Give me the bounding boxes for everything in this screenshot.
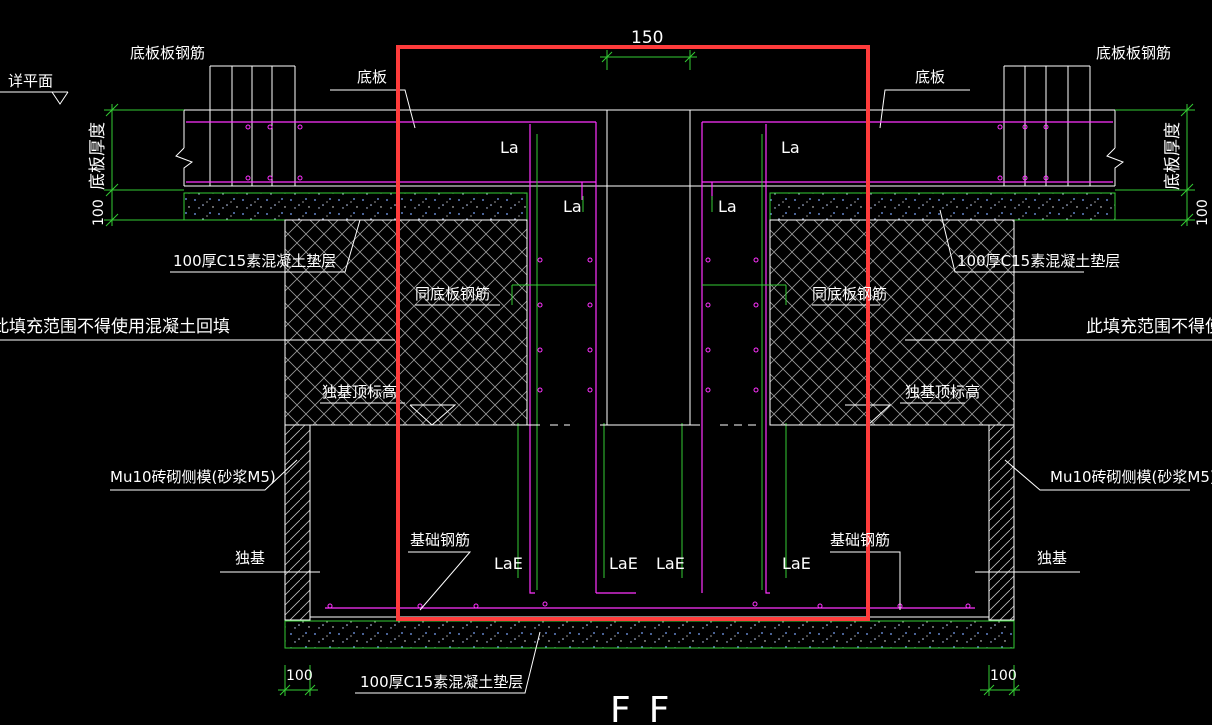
rebar-dots — [245, 124, 1049, 609]
brick-left-label: Mu10砖砌侧模(砂浆M5) — [110, 468, 276, 486]
dimension-150-text: 150 — [631, 28, 663, 48]
backfill-zone-right — [769, 219, 1015, 426]
bottom-dimensions — [278, 665, 1020, 696]
found-rebar-right-label: 基础钢筋 — [830, 531, 890, 549]
footing-right-label: 独基 — [1037, 549, 1067, 567]
backfill-left-label: 此填充范围不得使用混凝土回填 — [0, 316, 230, 337]
cushion-right-label: 100厚C15素混凝土垫层 — [957, 252, 1120, 270]
slab-left-label: 底板 — [357, 68, 387, 86]
slab-lines — [0, 65, 1125, 425]
la-label-3: La — [718, 197, 737, 216]
cushion-left-label: 100厚C15素混凝土垫层 — [173, 252, 336, 270]
slab-thickness-right-label: 底板厚度 — [1163, 122, 1183, 190]
footing-left-label: 独基 — [235, 549, 265, 567]
la-label-1: La — [500, 138, 519, 157]
dim-100-bottom-right-label: 100 — [990, 668, 1017, 684]
la-label-4: La — [781, 138, 800, 157]
slab-thickness-left-label: 底板厚度 — [88, 122, 108, 190]
section-title: F_F — [610, 690, 669, 725]
detail-plane-label: 详平面 — [8, 72, 53, 90]
footing-top-right-label: 独基顶标高 — [905, 383, 980, 401]
footing-elevation — [285, 404, 1014, 426]
cushion-layer-right — [769, 192, 1116, 221]
left-thickness-dimension — [104, 103, 184, 227]
right-thickness-dimension — [1115, 103, 1195, 227]
lae-label-2: LaE — [609, 554, 638, 573]
la-label-2: La — [563, 197, 582, 216]
brick-right-label: Mu10砖砌侧模(砂浆M5) — [1050, 468, 1212, 486]
brick-form-left — [284, 424, 311, 621]
slab-right-label: 底板 — [915, 68, 945, 86]
dim-100-left-label: 100 — [91, 199, 107, 226]
anchor-lines — [511, 134, 787, 590]
slab-rebar-left-label: 底板板钢筋 — [130, 44, 205, 62]
footing-top-left-label: 独基顶标高 — [322, 383, 397, 401]
dim-100-bottom-left-label: 100 — [286, 668, 313, 684]
highlight-box — [396, 45, 870, 621]
cushion-layer-bottom — [284, 620, 1015, 649]
same-rebar-left-label: 同底板钢筋 — [415, 285, 490, 303]
brick-form-right — [988, 424, 1015, 621]
dimension-150 — [600, 50, 697, 70]
lae-label-3: LaE — [656, 554, 685, 573]
backfill-right-label: 此填充范围不得使 — [1086, 316, 1212, 337]
same-rebar-right-label: 同底板钢筋 — [812, 285, 887, 303]
leader-lines — [0, 209, 1212, 694]
backfill-zone-left — [284, 219, 528, 426]
lae-label-4: LaE — [782, 554, 811, 573]
cushion-bottom-label: 100厚C15素混凝土垫层 — [360, 673, 523, 691]
found-rebar-left-label: 基础钢筋 — [410, 531, 470, 549]
cushion-layer-left — [183, 192, 528, 221]
dim-100-right-label: 100 — [1195, 199, 1211, 226]
lae-label-1: LaE — [494, 554, 523, 573]
slab-rebar-right-label: 底板板钢筋 — [1096, 44, 1171, 62]
